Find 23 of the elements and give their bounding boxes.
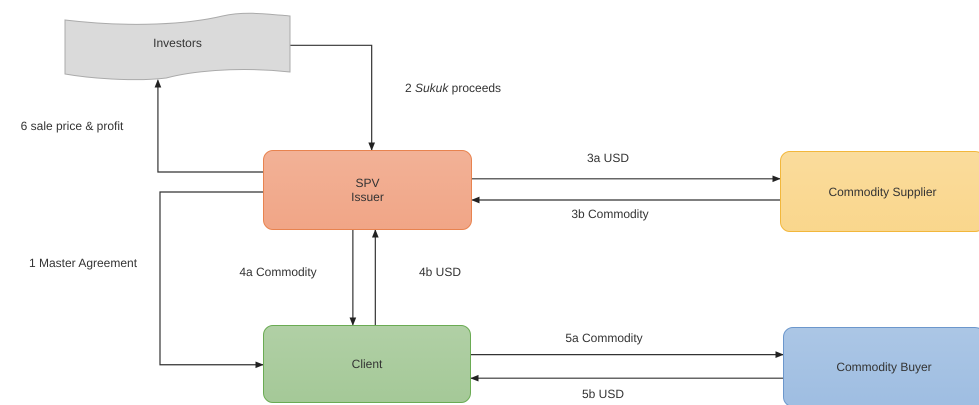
edge-label: 4b USD [416,265,464,279]
process-box: SPV Issuer [263,150,472,230]
arrow [154,79,263,173]
edge-label: 1 Master Agreement [26,256,140,270]
banner-shape: Investors [65,12,290,80]
arrow [471,351,784,358]
process-box: Client [263,325,471,403]
arrow [350,230,356,326]
arrow [159,191,264,368]
arrow [372,229,379,325]
edge-label: 2 Sukuk proceeds [402,81,504,95]
arrow [470,374,783,382]
process-box: Commodity Supplier [780,151,979,232]
edge-label: 3b Commodity [569,207,651,221]
edge-label: 5b USD [580,387,626,401]
arrow [471,196,780,204]
edge-label: 6 sale price & profit [18,119,126,133]
edge-label: 3a USD [584,151,632,165]
arrow [472,175,781,182]
edge-label: 5a Commodity [563,331,645,345]
process-box: Commodity Buyer [783,327,979,405]
edge-label: 4a Commodity [237,265,319,279]
arrow [290,44,376,151]
